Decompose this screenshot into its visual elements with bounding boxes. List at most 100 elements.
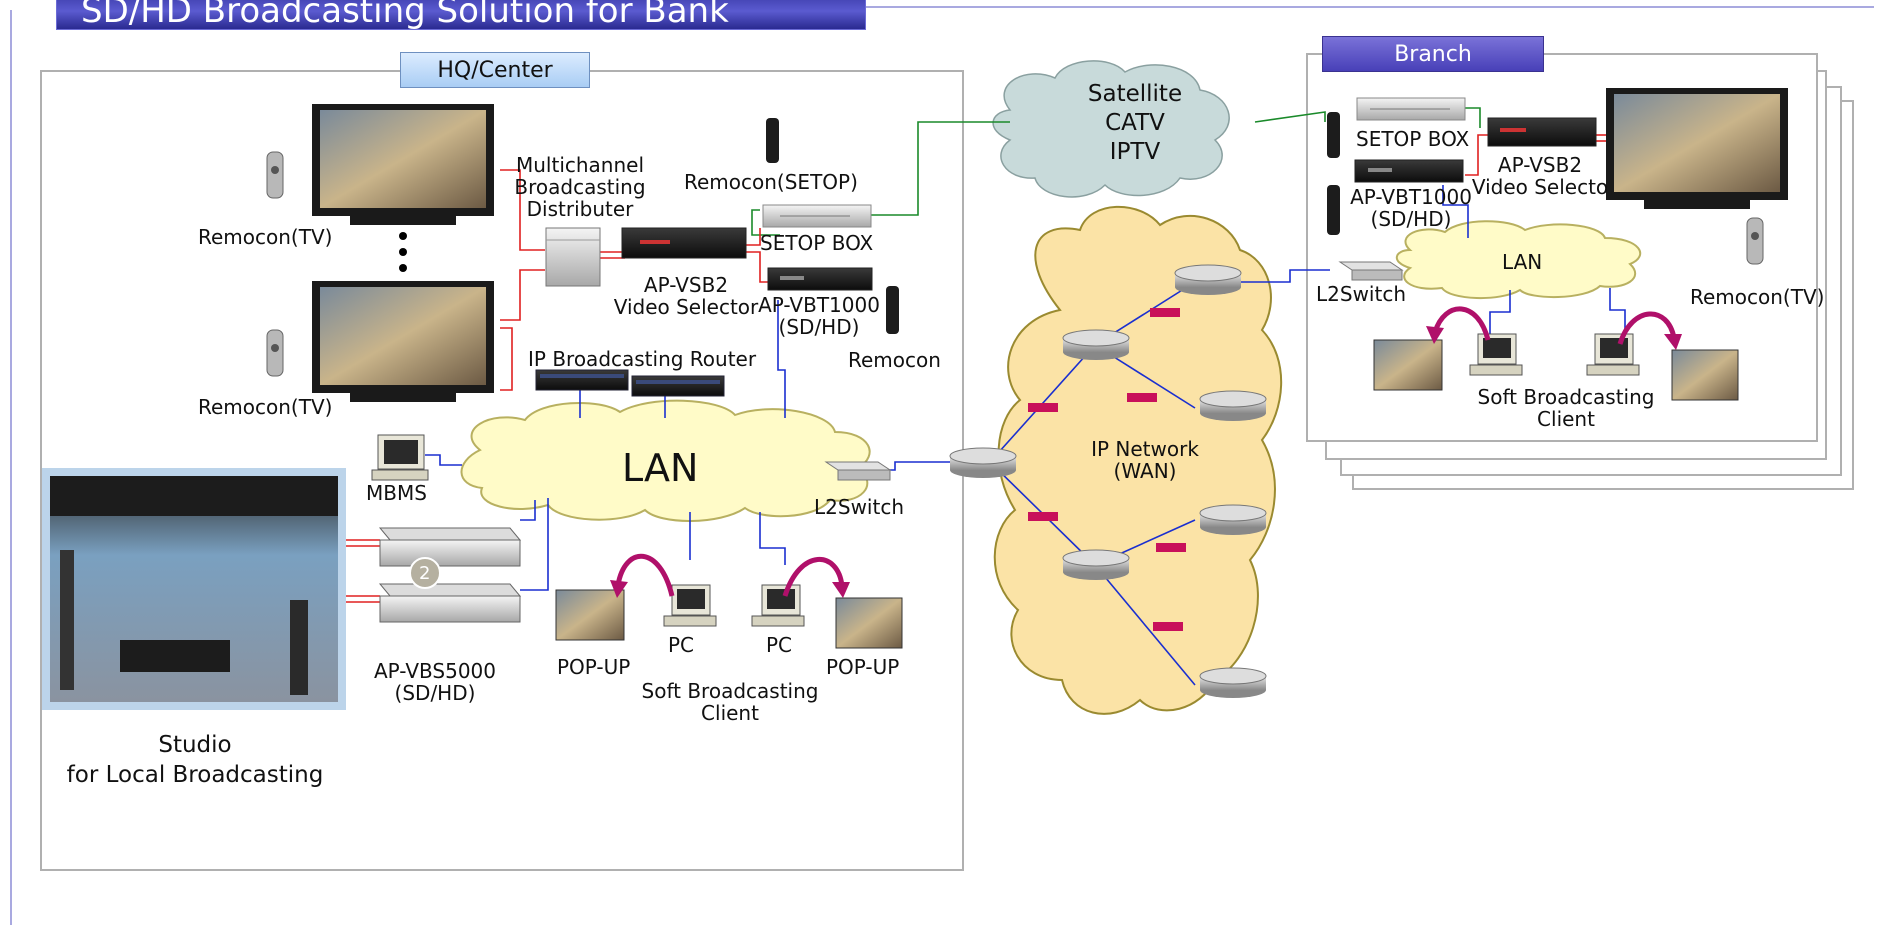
router-icon [1174,264,1242,295]
branch-vsb2-device-icon [1487,117,1597,147]
mbms-pc-icon [371,434,429,481]
vbt1000-device-icon [767,267,873,291]
branch-soft-client-line-1: Soft Broadcasting [1477,385,1655,409]
soft-client-label: Soft Broadcasting Client [630,680,830,724]
remote-tv-icon [266,151,284,199]
pc-right-label: PC [766,633,793,657]
remocon-label: Remocon [848,348,941,372]
router-icon [949,447,1017,478]
popup-right-label: POP-UP [826,655,900,679]
branch-popup-arrow-left [1432,306,1491,341]
satellite-line-3: IPTV [1109,139,1161,165]
link-satellite-hq-2 [751,209,780,236]
branch-remote-tv-icon [1746,217,1764,265]
vsb2-device-icon [621,227,747,259]
satellite-line-2: CATV [1105,110,1165,136]
wan-label: IP Network (WAN) [1060,438,1230,482]
router-icon [1199,667,1267,698]
wan-marker [1127,393,1157,402]
page-title: SD/HD Broadcasting Solution for Bank [56,0,866,30]
wan-marker [1028,403,1058,412]
vbs5000-device-icon [378,527,522,623]
branch-pc-icon-left [1469,333,1523,376]
vbs5000-line-2: (SD/HD) [394,681,476,705]
branch-l2switch-icon [1338,261,1404,281]
hq-l2switch-label: L2Switch [814,495,904,519]
popup-arrow-right [782,557,845,597]
branch-lan-cloud [1395,220,1642,299]
wan-marker [1150,308,1180,317]
wan-line-1: IP Network [1091,437,1199,461]
branch-remote-icon [1327,185,1340,235]
remocon-tv-label-2: Remocon(TV) [198,395,333,419]
link-satellite-hq [870,121,1010,216]
popup-thumbnail-right [835,597,903,649]
router-icon [1062,549,1130,580]
vbs5000-line-1: AP-VBS5000 [374,659,496,683]
setop-box-label: SETOP BOX [760,231,874,255]
branch-setop-box-label: SETOP BOX [1356,127,1470,151]
left-rule [10,10,12,925]
wan-marker [1156,543,1186,552]
satellite-cloud [992,60,1230,198]
distributer-label: Multichannel Broadcasting Distributer [510,154,650,220]
branch-l2switch-label: L2Switch [1316,282,1406,306]
wan-markers [1028,308,1186,631]
vertical-ellipsis-icon [399,232,407,272]
hq-l2switch-icon [824,461,892,481]
studio-label: Studio for Local Broadcasting [40,730,350,790]
popup-left-label: POP-UP [557,655,631,679]
tv-icon-bottom [312,281,494,402]
branch-vsb2-label: AP-VSB2 Video Selecto [1470,154,1610,198]
studio-photo [42,468,346,710]
links [345,107,1626,686]
wan-marker [1153,622,1183,631]
pc-icon-left [663,584,717,627]
vbt1000-line-1: AP-VBT1000 [758,293,880,317]
vsb2-label: AP-VSB2 Video Selector [606,274,766,318]
ip-router-label: IP Broadcasting Router [528,347,757,371]
distributer-line-1: Multichannel [515,153,645,177]
branch-vsb2-line-2: Video Selecto [1471,175,1609,199]
vsb2-line-2: Video Selector [613,295,759,319]
link-branch-setop [1465,107,1481,128]
distributer-line-3: Distributer [526,197,634,221]
popup-thumbnail-left [555,589,625,641]
satellite-label: Satellite CATV IPTV [1055,80,1215,167]
branch-popup-arrow-right [1617,311,1677,345]
mbms-label: MBMS [366,481,427,505]
branch-vbt1000-device-icon [1354,159,1464,183]
branch-pc-icon-right [1586,333,1640,376]
remote-icon [886,286,899,334]
router-icon [1062,329,1130,360]
distributer-icon [545,227,601,287]
pc-icon-right [751,584,805,627]
router-icon [1199,504,1267,535]
soft-client-line-1: Soft Broadcasting [641,679,819,703]
hq-tag: HQ/Center [400,52,590,88]
branch-vbt1000-line-2: (SD/HD) [1370,207,1452,231]
wan-line-2: (WAN) [1113,459,1177,483]
remocon-tv-label-1: Remocon(TV) [198,225,333,249]
branch-popup-thumbnail-right [1671,349,1739,401]
popup-arrow-left [615,553,675,597]
branch-tag: Branch [1322,36,1544,72]
link-satellite-branch [1254,111,1326,123]
branch-vbt1000-line-1: AP-VBT1000 [1350,185,1472,209]
remote-tv-icon [266,329,284,377]
vsb2-line-1: AP-VSB2 [643,273,729,297]
branch-vsb2-line-1: AP-VSB2 [1497,153,1583,177]
branch-setop-box-icon [1356,97,1466,121]
pc-left-label: PC [668,633,695,657]
wan-cloud [993,205,1283,715]
distributer-line-2: Broadcasting [514,175,646,199]
branch-soft-client-label: Soft Broadcasting Client [1466,386,1666,430]
branch-remote-setop-icon [1327,112,1340,158]
tv-icon-top [312,104,494,225]
vbt1000-label: AP-VBT1000 (SD/HD) [756,294,882,338]
branch-vbt1000-label: AP-VBT1000 (SD/HD) [1346,186,1476,230]
ip-router-icon [631,375,725,397]
soft-client-line-2: Client [701,701,759,725]
router-icon [1199,390,1267,421]
